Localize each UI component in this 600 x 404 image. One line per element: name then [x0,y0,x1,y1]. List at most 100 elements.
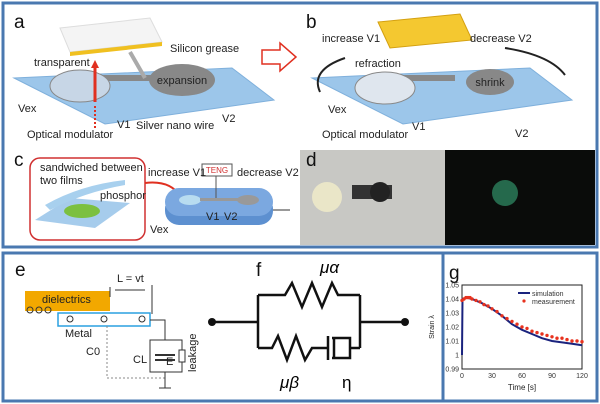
positive-charges [66,315,146,323]
dashpot [325,336,360,360]
shrunk-ellipse [466,69,514,95]
top-film [45,180,125,210]
label-l-vt: L = vt [117,273,144,285]
channel [200,198,240,201]
measurement-point [560,336,564,340]
label-decrease-v2: decrease V2 [237,167,299,179]
optical-modulator-disc [49,69,111,103]
y-tick-label: 1.03 [445,311,459,318]
label-shrink: shrink [475,77,505,89]
connector [128,51,147,79]
arrow-right-icon [261,41,298,73]
leakage-resistor [178,349,186,363]
measurement-point [555,336,559,340]
channel [400,75,455,81]
channel [92,75,152,81]
label-e: E [166,356,173,368]
phosphor-layer [64,204,100,218]
y-tick-label: 1.01 [445,339,459,346]
spring-beta [258,332,325,364]
grease-ellipse [237,195,259,205]
label-eta: η [342,373,351,392]
device-top [165,188,273,216]
panel-a: a transparent Silicon grease expansion V… [12,12,298,141]
label-transparent: transparent [34,57,90,69]
label-silicon-grease: Silicon grease [170,43,239,55]
circuit-wire [149,319,183,373]
measurement-point [470,297,474,301]
top-film-yellow [377,13,473,49]
negative-charges [26,306,52,314]
measurement-point [500,314,504,318]
legend-simulation: simulation [532,291,564,298]
panel-label-b: b [306,12,317,33]
optical-modulator-disc [354,71,416,105]
arrow-head [91,60,99,68]
photo-dark [445,150,595,245]
measurement-point [490,307,494,311]
label-v2: V2 [224,211,237,223]
x-tick-label: 0 [460,373,464,380]
panel-label-c: c [14,150,24,171]
label-mu-alpha: μα [319,258,340,277]
label-mu-beta: μβ [279,373,299,392]
measurement-point [535,330,539,335]
measurement-point [520,325,524,329]
legend-measurement: measurement [532,299,575,306]
x-tick-label: 120 [576,373,588,380]
label-decrease-v2: decrease V2 [470,33,532,45]
x-tick-label: 30 [488,373,496,380]
y-tick-label: 1 [455,353,459,360]
label-increase-v1: increase V1 [322,33,380,45]
y-tick-label: 1.02 [445,325,459,332]
measurement-point [570,339,574,343]
label-vex: Vex [328,104,347,116]
measurement-point [482,302,486,307]
label-v1: V1 [206,211,219,223]
label-dielectrics: dielectrics [42,294,91,306]
silicon-grease-ellipse [149,64,215,96]
panel-label-f: f [256,260,262,281]
measurement-point [580,340,584,344]
metal-electrode [57,312,151,327]
label-metal: Metal [65,328,92,340]
x-axis-label: Time [s] [508,383,536,392]
measurement-point [565,337,569,342]
label-expansion: expansion [157,75,207,87]
panel-label-a: a [14,12,25,33]
spring-alpha [258,279,360,311]
label-optical-modulator: Optical modulator [322,129,409,141]
measurement-point [495,309,499,314]
plot-area [461,284,583,370]
label-leakage: leakage [187,333,199,372]
label-increase-v1: increase V1 [148,167,206,179]
label-v2: V2 [515,128,528,140]
label-vex: Vex [150,224,169,236]
measurement-point [575,339,579,343]
curved-arrow [504,47,566,76]
label-silver-nano-wire: Silver nano wire [136,120,214,132]
label-cl: CL [133,354,147,366]
dielectric-block [25,291,110,311]
modulator-disc [179,195,201,205]
viscoelastic-circuit [212,279,405,364]
label-phosphor: phosphor [100,190,146,202]
measurement-point [474,298,478,303]
panel-d: d [300,150,595,245]
panel-label-g: g [449,263,460,284]
panel-label-d: d [306,150,317,171]
curved-arrow [316,57,346,93]
device-spot [312,182,342,212]
x-tick-label: 60 [518,373,526,380]
label-optical-modulator: Optical modulator [27,129,114,141]
glow-spot [492,180,518,206]
x-tick-label: 90 [548,373,556,380]
measurement-point [486,304,490,308]
label-refraction: refraction [355,58,401,70]
terminal [401,318,409,326]
measurement-point [550,335,554,339]
y-tick-label: 0.99 [445,367,459,374]
label-v1: V1 [117,119,130,131]
